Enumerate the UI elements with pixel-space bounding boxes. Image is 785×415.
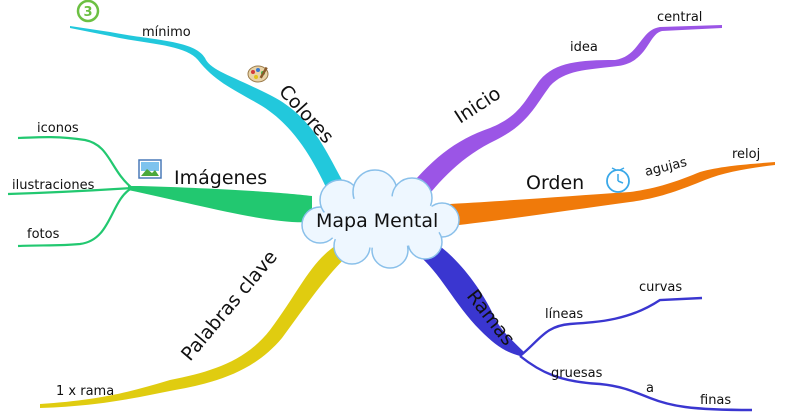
branch-ramas-line (404, 240, 524, 356)
ramas-child-lineas[interactable]: líneas (545, 307, 583, 322)
branch-inicio-label[interactable]: Inicio (451, 82, 505, 128)
ramas-child-gruesas[interactable]: gruesas (551, 366, 603, 381)
orden-child-reloj[interactable]: reloj (732, 147, 760, 162)
central-topic-label[interactable]: Mapa Mental (316, 210, 438, 232)
imagenes-child-fotos[interactable]: fotos (27, 227, 60, 242)
ramas-child-curvas[interactable]: curvas (639, 280, 682, 295)
branch-colores-line (70, 26, 352, 204)
palabras-child-rama[interactable]: 1 x rama (56, 384, 114, 399)
picture-icon (138, 159, 162, 179)
inicio-child-central[interactable]: central (657, 10, 702, 25)
branch-orden-line (450, 162, 775, 226)
orden-child-agujas[interactable]: agujas (643, 155, 688, 180)
branch-imagenes[interactable]: Imágenes iconos ilustraciones fotos (7, 121, 312, 248)
branch-orden-label[interactable]: Orden (526, 172, 584, 194)
svg-text:3: 3 (83, 5, 92, 20)
branch-palabras-clave[interactable]: Palabras clave 1 x rama (40, 244, 356, 408)
clock-icon (606, 167, 630, 193)
imagenes-child-ilustraciones[interactable]: ilustraciones (12, 178, 95, 193)
ramas-child-a[interactable]: a (646, 381, 654, 396)
inicio-child-idea[interactable]: idea (570, 40, 598, 55)
palette-icon (247, 65, 269, 83)
colores-child-minimo[interactable]: mínimo (142, 25, 191, 40)
branch-ramas[interactable]: Ramas líneas curvas gruesas a finas (404, 240, 753, 412)
branch-orden[interactable]: Orden agujas reloj (450, 147, 775, 226)
central-topic[interactable]: Mapa Mental (301, 169, 460, 269)
branch-imagenes-label[interactable]: Imágenes (174, 167, 267, 189)
priority-3-icon: 3 (76, 0, 100, 23)
imagenes-child-iconos[interactable]: iconos (37, 121, 79, 136)
branch-imagenes-line (128, 186, 312, 223)
ramas-child-finas[interactable]: finas (700, 393, 731, 408)
branch-palabras-line (40, 244, 356, 408)
